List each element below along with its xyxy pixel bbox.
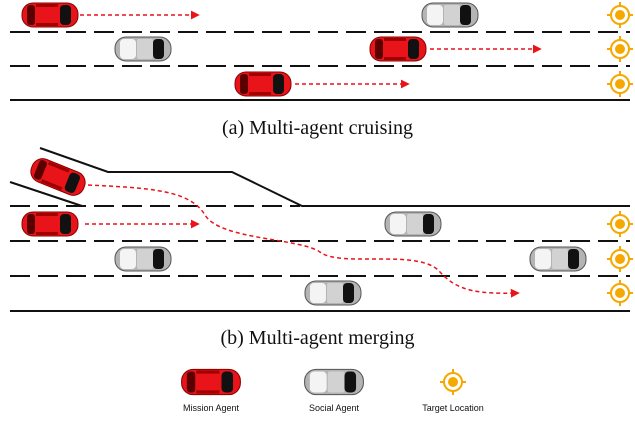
mission-agent-car-icon [181,368,241,396]
merging-scene [9,147,634,312]
target-location-icon [606,35,634,63]
social-agent-car-icon [529,246,587,272]
target-location-icon [606,245,634,273]
target-location-icon [606,70,634,98]
caption-cruising: (a) Multi-agent cruising [221,117,414,139]
mission-agent-car-icon [21,2,79,28]
social-agent-car-icon [304,368,364,396]
target-location-icon [606,210,634,238]
social-agent-car-icon [304,280,362,306]
planned-path [87,184,520,298]
ramp-edge [39,147,630,207]
cruising-scene [10,1,634,101]
legend-label-mission-agent: Mission Agent [182,403,240,413]
mission-agent-car-icon [369,36,427,62]
ramp-edge [9,181,83,207]
target-location-icon [606,1,634,29]
social-agent-car-icon [421,2,479,28]
mission-agent-car-icon [21,211,79,237]
social-agent-car-icon [114,36,172,62]
social-agent-car-icon [384,211,442,237]
target-location-icon [606,279,634,307]
mission-agent-car-icon [234,71,292,97]
caption-merging: (b) Multi-agent merging [220,327,415,349]
target-location-icon [439,368,467,396]
legend [181,368,467,396]
social-agent-car-icon [114,246,172,272]
legend-label-target-location: Target Location [422,403,484,413]
legend-label-social-agent: Social Agent [308,403,360,413]
